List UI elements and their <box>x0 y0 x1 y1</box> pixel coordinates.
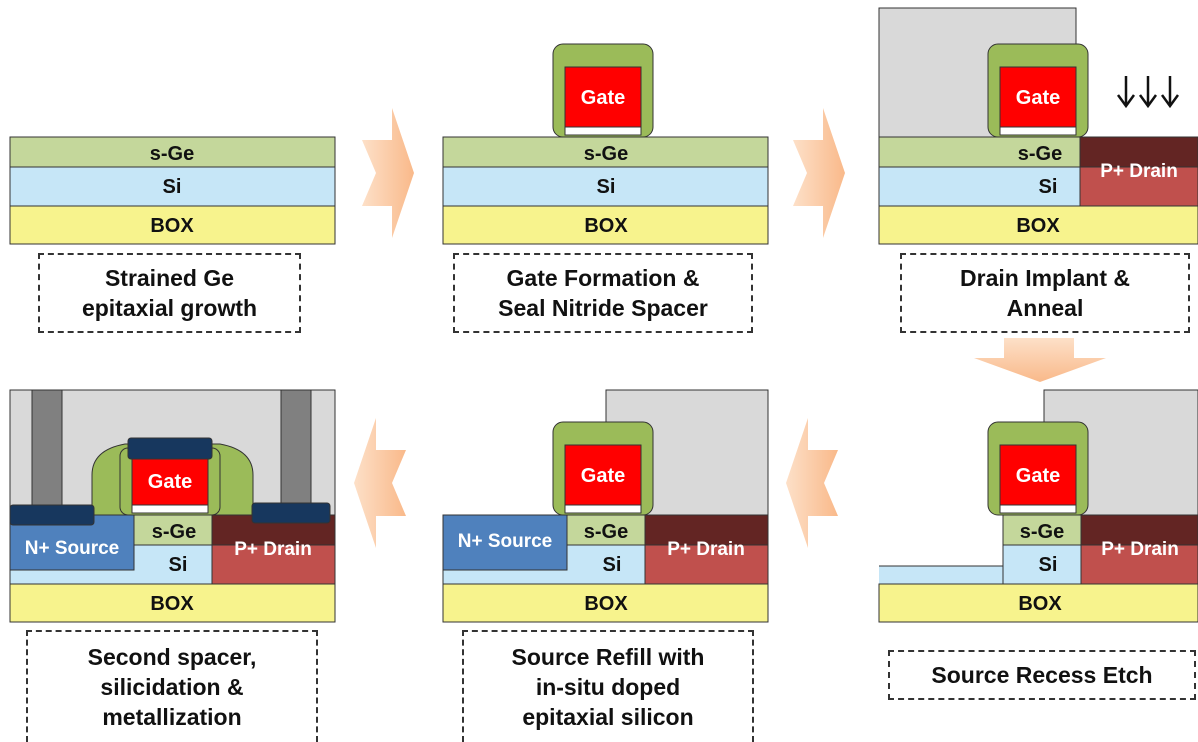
si-label: Si <box>1039 176 1058 198</box>
si-remaining-layer <box>879 566 1003 584</box>
si-layer <box>9 166 336 207</box>
gate-oxide <box>564 504 642 514</box>
step-1-stack: s-Ge Si BOX <box>9 136 336 245</box>
caption-line: Drain Implant & <box>960 265 1130 291</box>
step-3-caption: Drain Implant & Anneal <box>900 253 1190 333</box>
si-label: Si <box>603 554 622 576</box>
implant-arrows-icon <box>1116 76 1180 109</box>
sge-label: s-Ge <box>584 143 628 165</box>
gate-silicide <box>127 437 213 460</box>
si-label: Si <box>597 176 616 198</box>
gate-label: Gate <box>148 471 192 493</box>
contact-plug-left <box>31 389 63 513</box>
step-2-caption: Gate Formation & Seal Nitride Spacer <box>453 253 753 333</box>
box-layer <box>9 583 336 623</box>
process-arrow-left-icon <box>354 418 406 548</box>
step-2-stack: Gate s-Ge Si BOX <box>442 43 769 245</box>
recess-outline <box>879 515 1004 567</box>
caption-line: Strained Ge <box>104 265 235 291</box>
box-layer <box>9 205 336 245</box>
source-label: N+ Source <box>25 538 120 559</box>
step-5-stack: Gate s-Ge Si N+ Source P+ Drain BOX <box>442 389 769 623</box>
caption-line: Source Recess Etch <box>931 662 1153 688</box>
caption-line: epitaxial growth <box>81 295 258 321</box>
sge-label: s-Ge <box>150 143 194 165</box>
box-layer <box>442 583 769 623</box>
drain-label: P+ Drain <box>1100 161 1178 182</box>
drain-region-top <box>644 514 769 546</box>
caption-line: in-situ doped <box>535 674 681 700</box>
drain-label: P+ Drain <box>234 539 312 560</box>
caption-line: Second spacer, <box>87 644 257 670</box>
step-3-stack: Gate s-Ge Si P+ Drain BOX <box>878 7 1198 245</box>
gate-oxide <box>131 504 209 514</box>
process-arrow-down-icon <box>974 338 1106 382</box>
sge-label: s-Ge <box>1018 143 1062 165</box>
gate-label: Gate <box>581 465 625 487</box>
drain-region-top <box>1080 514 1198 546</box>
box-label: BOX <box>1018 593 1062 615</box>
caption-line: Gate Formation & <box>506 265 700 291</box>
sge-layer <box>9 136 336 168</box>
process-arrow-left-icon <box>786 418 838 548</box>
step-6-caption: Second spacer, silicidation & metallizat… <box>26 630 318 742</box>
drain-label: P+ Drain <box>667 539 745 560</box>
box-label: BOX <box>150 215 194 237</box>
gate-electrode <box>131 457 209 506</box>
gate-label: Gate <box>1016 87 1060 109</box>
step-4-caption: Source Recess Etch <box>888 650 1196 700</box>
drain-region <box>644 544 769 585</box>
sge-label: s-Ge <box>584 521 628 543</box>
box-layer <box>442 205 769 245</box>
gate-electrode <box>564 66 642 128</box>
sge-label: s-Ge <box>152 521 196 543</box>
source-region <box>442 514 568 571</box>
source-silicide <box>9 504 95 526</box>
drain-silicide <box>251 502 331 524</box>
drain-region <box>1079 166 1198 207</box>
caption-line: Anneal <box>1006 295 1084 321</box>
caption-line: metallization <box>102 704 242 730</box>
step-6-stack: Gate s-Ge Si N+ Source P+ Drain BOX <box>9 389 336 623</box>
contact-plug-right <box>280 389 312 513</box>
gate-oxide <box>999 126 1077 136</box>
gate-label: Gate <box>1016 465 1060 487</box>
si-label: Si <box>163 176 182 198</box>
box-layer <box>878 205 1198 245</box>
si-layer <box>442 166 769 207</box>
step-4-stack: Gate s-Ge Si P+ Drain BOX <box>878 389 1198 623</box>
process-arrow-right-icon <box>793 108 845 238</box>
gate-electrode <box>564 444 642 506</box>
box-label: BOX <box>150 593 194 615</box>
gate-electrode <box>999 444 1077 506</box>
caption-line: Source Refill with <box>511 644 705 670</box>
caption-line: epitaxial silicon <box>522 704 694 730</box>
sge-label: s-Ge <box>1020 521 1064 543</box>
box-layer <box>878 583 1198 623</box>
source-label: N+ Source <box>458 531 553 552</box>
step-1-caption: Strained Ge epitaxial growth <box>38 253 301 333</box>
box-label: BOX <box>1016 215 1060 237</box>
gate-oxide <box>564 126 642 136</box>
si-label: Si <box>1039 554 1058 576</box>
si-label: Si <box>169 554 188 576</box>
gate-label: Gate <box>581 87 625 109</box>
sge-layer <box>442 136 769 168</box>
box-label: BOX <box>584 215 628 237</box>
caption-line: silicidation & <box>100 674 244 700</box>
gate-electrode <box>999 66 1077 128</box>
caption-line: Seal Nitride Spacer <box>498 295 708 321</box>
drain-label: P+ Drain <box>1101 539 1179 560</box>
process-arrow-right-icon <box>362 108 414 238</box>
drain-region <box>211 544 336 585</box>
box-label: BOX <box>584 593 628 615</box>
step-5-caption: Source Refill with in-situ doped epitaxi… <box>462 630 754 742</box>
gate-oxide <box>999 504 1077 514</box>
drain-region <box>1080 544 1198 585</box>
